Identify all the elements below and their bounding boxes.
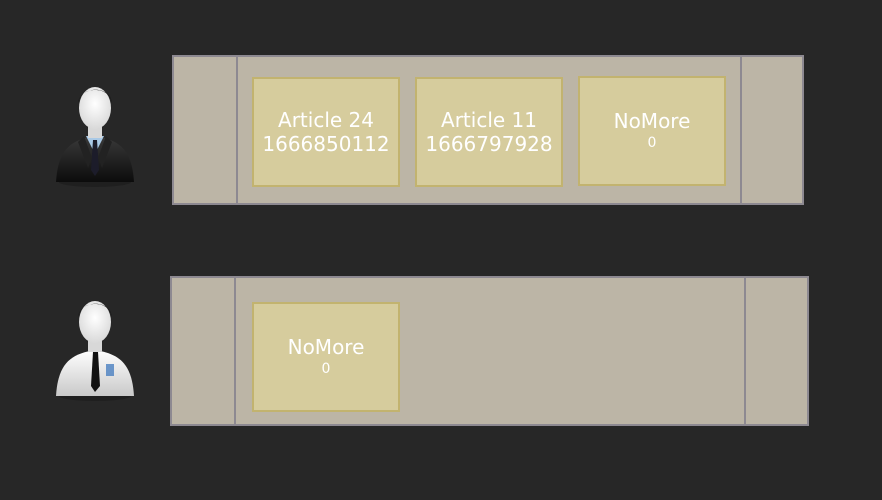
card-value: 1666850112 [262, 132, 390, 156]
message-card: NoMore 0 [578, 76, 726, 186]
card-value: 0 [647, 135, 657, 151]
queue-row-1: Article 24 1666850112 Article 11 1666797… [172, 55, 804, 205]
businessman-dark-suit-icon [48, 78, 138, 188]
queue-row-2: NoMore 0 [170, 276, 809, 426]
card-title: Article 11 [441, 108, 537, 132]
message-card: NoMore 0 [252, 302, 400, 412]
queue-right-divider [744, 278, 746, 424]
queue-left-divider [236, 57, 238, 203]
card-value: 0 [321, 361, 331, 377]
card-value: 1666797928 [425, 132, 553, 156]
queue-right-divider [740, 57, 742, 203]
card-title: Article 24 [278, 108, 374, 132]
queue-left-divider [234, 278, 236, 424]
card-title: NoMore [613, 109, 691, 133]
message-card: Article 24 1666850112 [252, 77, 400, 187]
message-card: Article 11 1666797928 [415, 77, 563, 187]
businessman-white-shirt-icon [48, 292, 138, 402]
card-title: NoMore [287, 335, 365, 359]
